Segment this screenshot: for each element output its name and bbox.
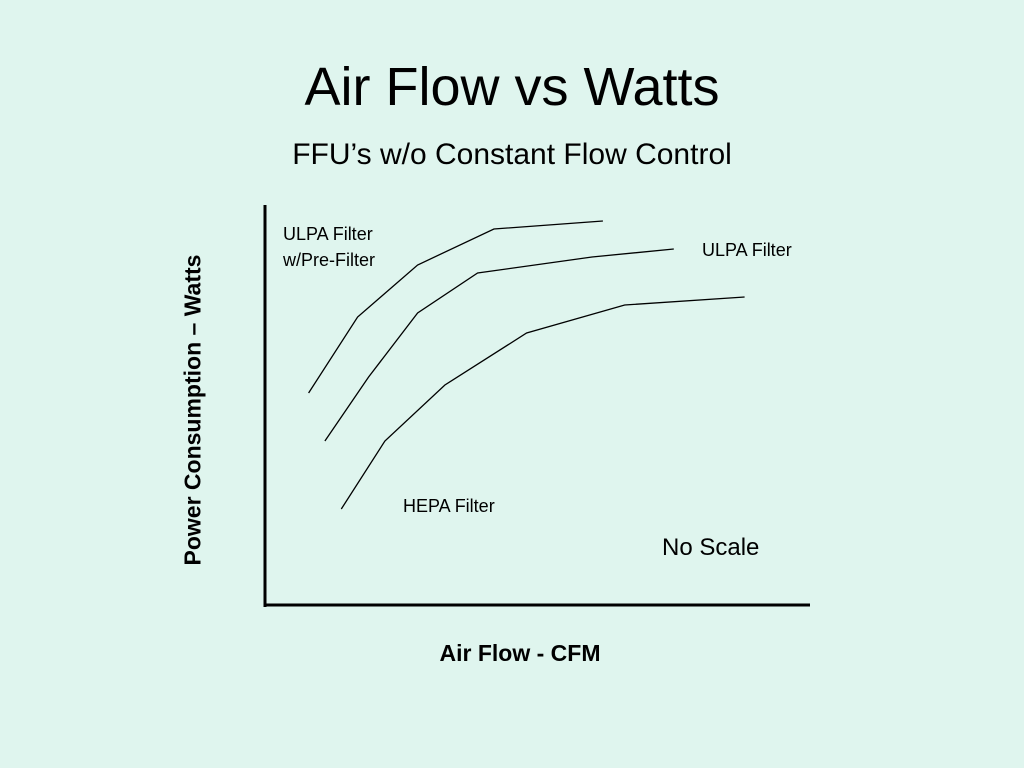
series-label-ulpa-prefilter: ULPA Filter w/Pre-Filter — [283, 224, 376, 270]
chart-title: Air Flow vs Watts — [304, 57, 720, 117]
series-label-hepa: HEPA Filter — [403, 496, 495, 516]
chart-subtitle: FFU’s w/o Constant Flow Control — [292, 138, 732, 171]
series-line-hepa — [340, 296, 745, 510]
no-scale-note: No Scale — [662, 534, 760, 561]
series-label-ulpa: ULPA Filter — [702, 240, 792, 260]
x-axis-label: Air Flow - CFM — [439, 640, 601, 666]
series-line-ulpa-prefilter — [308, 220, 603, 394]
series-line-ulpa — [324, 248, 674, 442]
